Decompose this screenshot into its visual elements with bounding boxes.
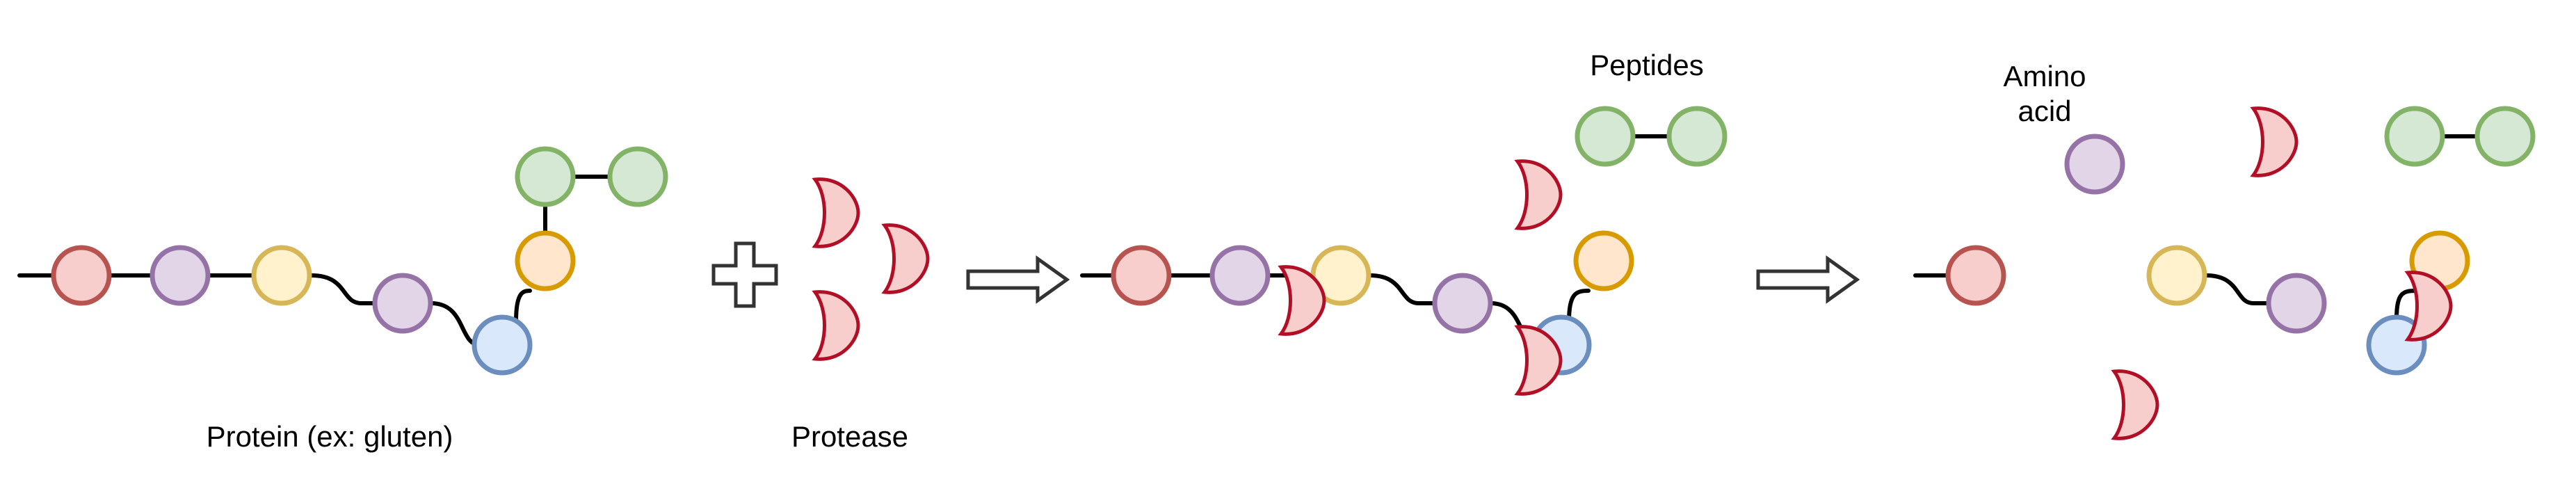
amino-acid-red bbox=[1945, 245, 2006, 306]
protease-enzyme-icon bbox=[2250, 106, 2299, 177]
protease-enzyme-icon bbox=[1278, 265, 1326, 336]
peptide bbox=[1575, 106, 1728, 167]
protease-enzyme-icon bbox=[2404, 271, 2453, 342]
amino-acid-orange bbox=[1573, 230, 1634, 291]
bond bbox=[309, 273, 375, 305]
bond bbox=[514, 289, 532, 323]
plus-icon bbox=[711, 241, 778, 308]
protease-enzyme-icon bbox=[1514, 159, 1563, 230]
protease-enzyme-icon bbox=[2111, 369, 2159, 440]
amino-acid-purple bbox=[1432, 273, 1493, 334]
peptide bbox=[2146, 245, 2327, 334]
amino-acid-yellow bbox=[251, 245, 312, 306]
amino-acid-purple bbox=[2064, 134, 2125, 195]
right-arrow-icon bbox=[1756, 255, 1860, 304]
protease-group bbox=[812, 177, 930, 361]
amino-acid-red bbox=[1111, 245, 1172, 306]
amino-acid-purple bbox=[1209, 245, 1271, 306]
protease-enzyme-icon bbox=[812, 290, 860, 361]
amino-acid-red bbox=[51, 245, 112, 306]
bond bbox=[2204, 273, 2268, 305]
amino-acid-green bbox=[1575, 106, 1636, 167]
amino-acid-blue bbox=[472, 314, 533, 376]
protease-enzyme-icon bbox=[1514, 325, 1563, 396]
amino-acid-green bbox=[1666, 106, 1728, 167]
protease-enzyme-icon bbox=[812, 177, 860, 248]
protein-being-cleaved bbox=[1080, 159, 1634, 396]
amino-acid-green bbox=[2384, 106, 2445, 167]
amino-acid-orange bbox=[515, 230, 576, 291]
protein-label: Protein (ex: gluten) bbox=[207, 420, 453, 453]
bond bbox=[1567, 289, 1591, 323]
protease-enzyme-icon bbox=[881, 223, 930, 294]
right-arrow-icon bbox=[966, 255, 1070, 304]
peptides-label: Peptides bbox=[1590, 49, 1703, 81]
amino-acid-label: acid bbox=[2018, 95, 2071, 127]
amino-acid-green bbox=[607, 146, 668, 207]
amino-acid-label: Amino bbox=[2003, 60, 2086, 93]
amino-acid-purple bbox=[372, 273, 433, 334]
amino-acid-fragment bbox=[1913, 245, 2006, 306]
amino-acid-purple bbox=[150, 245, 211, 306]
protease-label: Protease bbox=[791, 420, 908, 453]
bond bbox=[1368, 273, 1435, 305]
amino-acid-green bbox=[2474, 106, 2536, 167]
bond bbox=[2394, 289, 2418, 321]
amino-acid-blue bbox=[2366, 314, 2427, 376]
amino-acid-green bbox=[515, 146, 576, 207]
protein-chain bbox=[17, 146, 668, 376]
amino-acid-yellow bbox=[2146, 245, 2207, 306]
amino-acid-purple bbox=[2266, 273, 2327, 334]
peptide bbox=[2366, 230, 2470, 376]
peptide bbox=[2384, 106, 2536, 167]
